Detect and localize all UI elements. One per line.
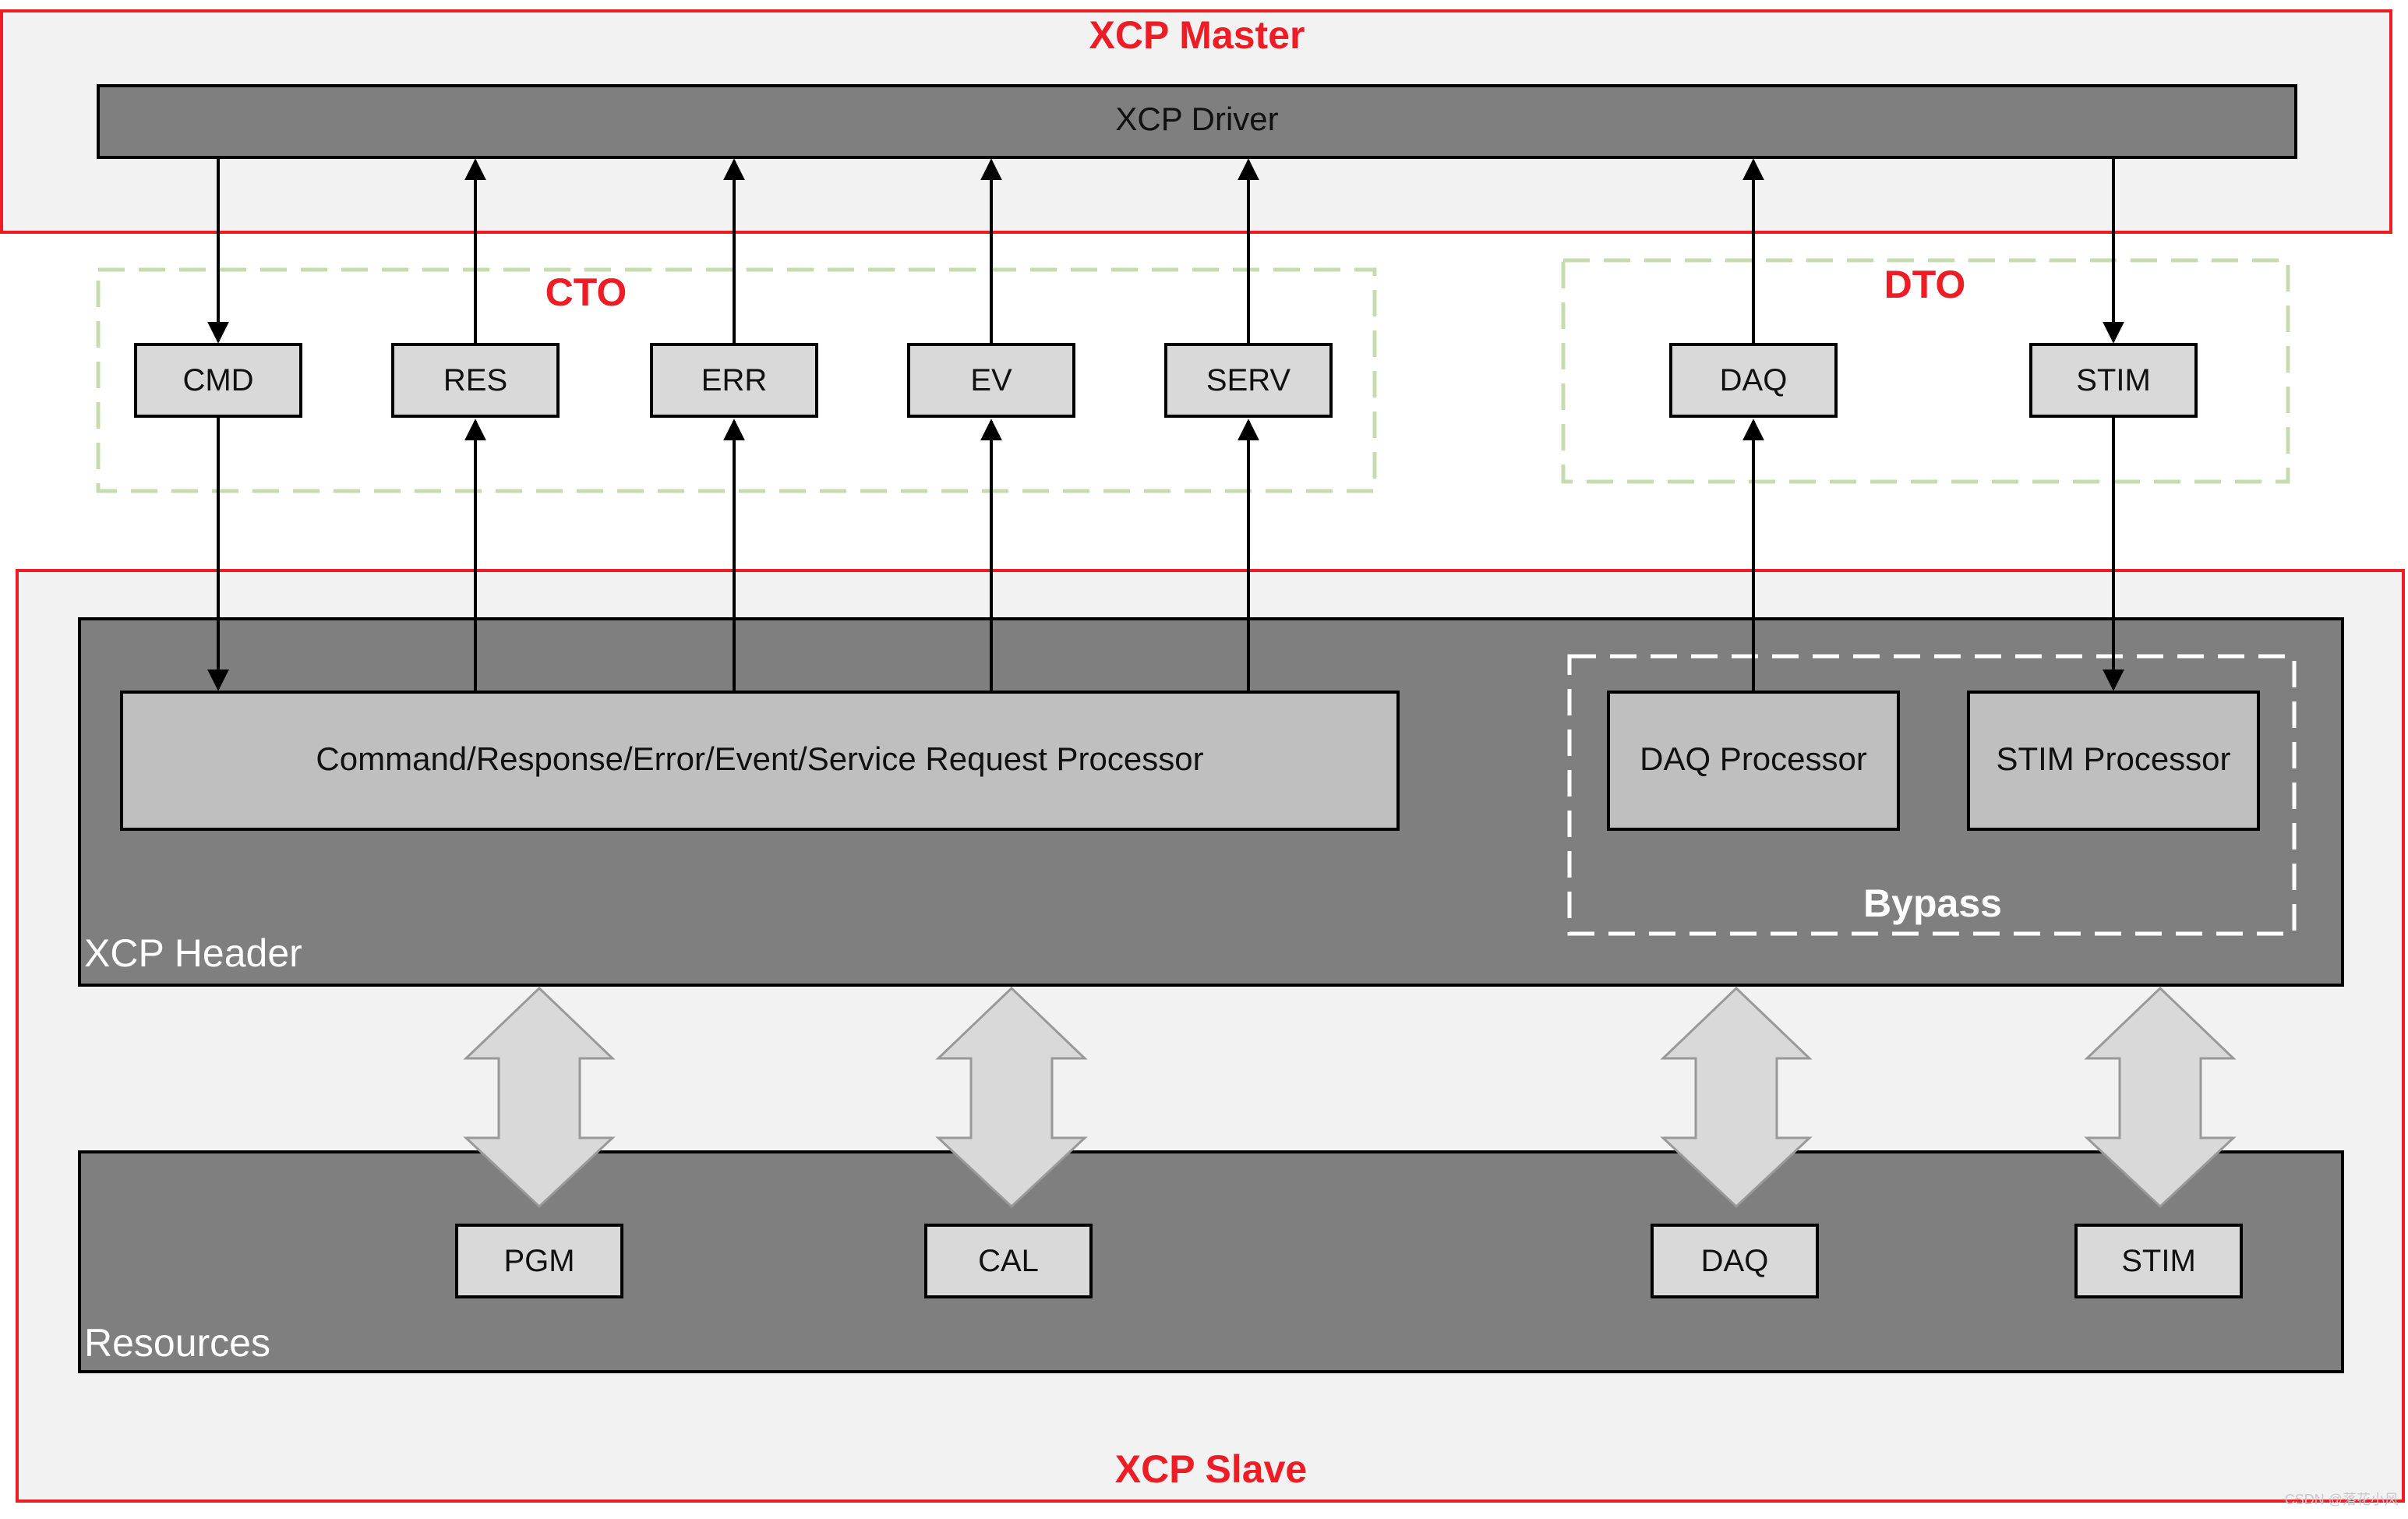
resources-label: Resources [84, 1321, 270, 1365]
cto-packet-cmd [134, 343, 302, 418]
xcp-slave-title: XCP Slave [1115, 1447, 1307, 1491]
resource-daq [1651, 1224, 1819, 1298]
cto-packet-ev [907, 343, 1075, 418]
resources-block [78, 1150, 2344, 1373]
double-arrow-stim [2084, 986, 2237, 1209]
dto-group [1561, 258, 2290, 484]
daq-processor [1607, 691, 1900, 831]
double-arrow-cal [935, 986, 1088, 1209]
cto-packet-res [391, 343, 560, 418]
dto-title: DTO [1884, 263, 1966, 306]
dto-packet-daq-label: DAQ [1720, 363, 1788, 397]
xcp-driver-bar [97, 84, 2297, 159]
xcp-master-title: XCP Master [1089, 13, 1305, 57]
cto-packet-serv [1164, 343, 1333, 418]
command-processor [120, 691, 1400, 831]
double-arrow-daq [1660, 986, 1813, 1209]
dto-packet-stim [2029, 343, 2198, 418]
cto-packet-cmd-label: CMD [182, 363, 253, 397]
resource-cal [924, 1224, 1093, 1298]
cto-packet-err [650, 343, 818, 418]
dto-packet-daq [1669, 343, 1838, 418]
stim-processor-label: STIM Processor [1996, 740, 2230, 777]
resource-stim-label: STIM [2121, 1244, 2196, 1278]
bypass-group [1567, 654, 2297, 936]
cto-packet-serv-label: SERV [1206, 363, 1291, 397]
stim-processor [1967, 691, 2260, 831]
bypass-label: Bypass [1863, 881, 2002, 925]
cto-packet-ev-label: EV [970, 363, 1012, 397]
watermark: CSDN @落花小风 [2285, 1492, 2399, 1507]
resource-stim [2074, 1224, 2243, 1298]
resource-daq-label: DAQ [1701, 1244, 1769, 1278]
xcp-driver-label: XCP Driver [1115, 101, 1278, 137]
resource-pgm [455, 1224, 623, 1298]
resource-pgm-label: PGM [503, 1244, 574, 1278]
dto-packet-stim-label: STIM [2076, 363, 2151, 397]
cto-packet-res-label: RES [443, 363, 507, 397]
cto-group [96, 267, 1377, 493]
double-arrow-pgm [463, 986, 616, 1209]
command-processor-label: Command/Response/Error/Event/Service Req… [316, 740, 1203, 777]
xcp-header-label: XCP Header [84, 931, 302, 975]
cto-packet-err-label: ERR [701, 363, 767, 397]
cto-title: CTO [546, 270, 627, 314]
daq-processor-label: DAQ Processor [1640, 740, 1867, 777]
resource-cal-label: CAL [978, 1244, 1039, 1278]
